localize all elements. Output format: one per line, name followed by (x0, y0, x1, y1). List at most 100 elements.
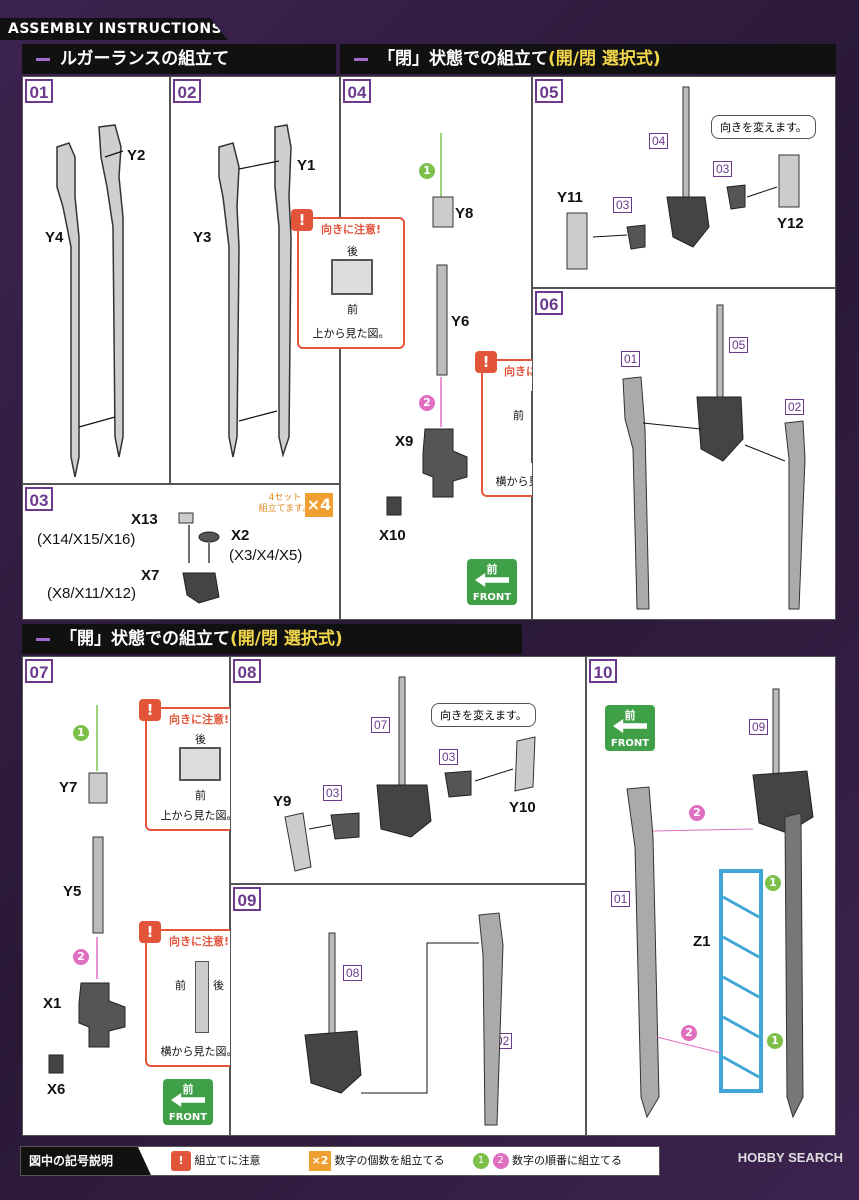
step-number: 09 (233, 887, 261, 911)
panel-step-04: 04 1 2 Y8 Y6 X9 X10 ! 向きに注意! 後 前 上から見た図。… (291, 76, 587, 620)
part-ref: 03 (323, 785, 343, 801)
rotate-note: 向きを変えます。 (431, 703, 536, 727)
part-label: Y8 (455, 205, 474, 222)
section-lance-title: ルガーランスの組立て (22, 44, 336, 74)
order-2-icon: 2 (492, 1153, 509, 1169)
legend-item-caution: ! 組立てに注意 (171, 1147, 261, 1175)
part-label: X9 (395, 433, 414, 450)
part-ref: 09 (749, 719, 769, 735)
step-number: 03 (25, 487, 53, 511)
part-label: Y7 (59, 779, 78, 796)
step-number: 07 (25, 659, 53, 683)
count-badge-icon: ×2 (309, 1151, 331, 1171)
legend-item-count: ×2 数字の個数を組立てる (309, 1147, 445, 1175)
legend-title: 図中の記号説明 (21, 1147, 151, 1175)
part-label: (X14/X15/X16) (37, 531, 136, 548)
part-label: Y6 (451, 313, 470, 330)
caution-box: ! 向きに注意! 後 前 上から見た図。 (291, 209, 405, 349)
step-number: 04 (343, 79, 371, 103)
order-1-icon: 1 (765, 875, 781, 891)
panel-step-02: 02 Y1 Y3 (170, 76, 340, 484)
orientation-diagram (179, 747, 221, 781)
caution-icon: ! (171, 1151, 191, 1171)
step-number: 08 (233, 659, 261, 683)
part-ref: 07 (371, 717, 391, 733)
part-ref: 03 (439, 749, 459, 765)
order-1-icon: 1 (473, 1153, 489, 1169)
part-label: X6 (47, 1081, 66, 1098)
set-count-badge: ×4 (305, 493, 333, 517)
parts-illustration (178, 512, 220, 604)
step-number: 02 (173, 79, 201, 103)
part-label: (X3/X4/X5) (229, 547, 303, 564)
order-1-icon: 1 (419, 163, 435, 179)
panel-step-06: 06 01 05 02 (532, 288, 836, 620)
part-label: Y2 (127, 147, 146, 164)
order-1-icon: 1 (73, 725, 89, 741)
order-2-icon: 2 (681, 1025, 697, 1041)
part-label: Y5 (63, 883, 82, 900)
part-label: (X8/X11/X12) (47, 585, 136, 602)
part-label: X1 (43, 995, 62, 1012)
order-2-icon: 2 (419, 395, 435, 411)
order-1-icon: 1 (767, 1033, 783, 1049)
footer: 図中の記号説明 ! 組立てに注意 ×2 数字の個数を組立てる 1 2 数字の順番… (0, 1140, 859, 1200)
part-ref: 01 (621, 351, 641, 367)
part-label: X13 (131, 511, 158, 528)
caution-icon: ! (139, 699, 161, 721)
part-label: Y9 (273, 793, 292, 810)
part-label: X2 (231, 527, 250, 544)
part-label: Y4 (45, 229, 64, 246)
assembly-illustration (304, 912, 504, 1126)
assembly-illustration (48, 705, 126, 1074)
part-ref: 03 (713, 161, 733, 177)
order-2-icon: 2 (73, 949, 89, 965)
part-label: Z1 (693, 933, 711, 950)
part-label: Y1 (297, 157, 316, 174)
part-ref: 03 (613, 197, 633, 213)
legend-item-order: 1 2 数字の順番に組立てる (473, 1147, 622, 1175)
assembly-illustration (626, 688, 814, 1119)
lance-half-illustration (218, 124, 292, 458)
step-number: 05 (535, 79, 563, 103)
assembly-illustration (566, 86, 800, 270)
rotate-note: 向きを変えます。 (711, 115, 816, 139)
header: ASSEMBLY INSTRUCTIONS (0, 0, 859, 40)
panel-step-08: 08 07 03 03 Y9 Y10 向きを変えます。 (230, 656, 586, 884)
caution-icon: ! (291, 209, 313, 231)
part-ref: 05 (729, 337, 749, 353)
step-number: 06 (535, 291, 563, 315)
panel-step-03: 03 4セット 組立てます。 ×4 X13 (X14/X15/X16) X2 (… (22, 484, 340, 620)
step-number: 01 (25, 79, 53, 103)
caution-icon: ! (475, 351, 497, 373)
section-open-title: 「開」状態での組立て(開/閉 選択式) (22, 624, 522, 654)
step-number: 10 (589, 659, 617, 683)
page-title: ASSEMBLY INSTRUCTIONS (0, 18, 228, 40)
section-closed-title: 「閉」状態での組立て(開/閉 選択式) (340, 44, 836, 74)
part-ref: 02 (785, 399, 805, 415)
part-label: X7 (141, 567, 160, 584)
part-label: Y11 (557, 189, 583, 206)
orientation-diagram (195, 961, 209, 1033)
part-label: Y3 (193, 229, 212, 246)
set-note: 4セット 組立てます。 (258, 493, 312, 514)
panel-step-01: 01 Y2 Y4 (22, 76, 170, 484)
caution-icon: ! (139, 921, 161, 943)
order-2-icon: 2 (689, 805, 705, 821)
symbol-legend: 図中の記号説明 ! 組立てに注意 ×2 数字の個数を組立てる 1 2 数字の順番… (20, 1146, 660, 1176)
lance-half-illustration (56, 124, 124, 478)
panel-step-07: 07 1 2 Y7 Y5 X1 X6 ! 向きに注意! 後 前 上から見た図。 … (22, 656, 253, 1136)
part-label: X10 (379, 527, 406, 544)
panel-step-05: 05 04 03 03 Y11 Y12 向きを変えます。 (532, 76, 836, 288)
assembly-illustration (622, 304, 806, 610)
assembly-illustration (284, 676, 536, 872)
part-ref: 04 (649, 133, 669, 149)
orientation-diagram (331, 259, 373, 295)
watermark-logo: HOBBY SEARCH (737, 1150, 843, 1165)
part-label: Y10 (509, 799, 536, 816)
part-ref: 08 (343, 965, 363, 981)
